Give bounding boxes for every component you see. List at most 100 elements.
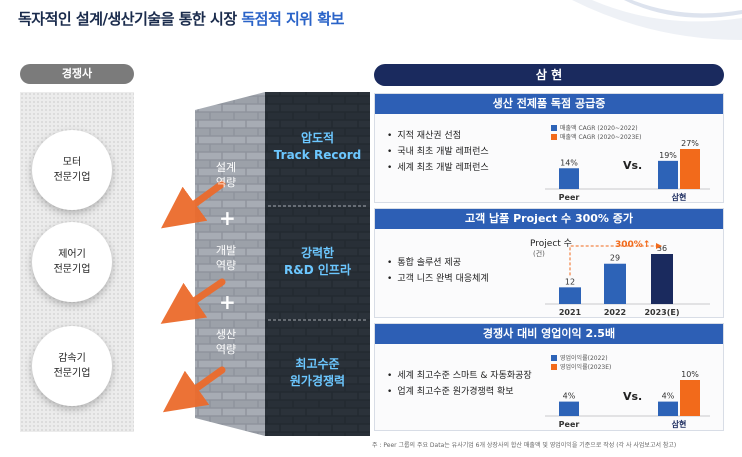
legend-swatch	[551, 354, 557, 361]
growth-arrow-line	[569, 245, 656, 276]
category-label: 2022	[604, 308, 626, 317]
bar	[680, 380, 700, 416]
category-label: 삼현	[672, 419, 687, 429]
legend-item: 매출액 CAGR (2020~2022)	[551, 123, 638, 132]
panel-supply: 생산 전제품 독점 공급중 지적 재산권 선점 국내 최초 개발 레퍼런스 세계…	[374, 93, 724, 203]
footnote: 주 : Peer 그룹의 주요 Data는 유사기업 6개 상장사의 합산 매출…	[372, 442, 677, 449]
chart-operating-margin: 4% Peer 4% 10% 삼현	[545, 370, 710, 429]
bar-value-label: 14%	[560, 158, 578, 167]
strength-rnd: 강력한 R&D 인프라	[265, 245, 370, 279]
bar	[658, 160, 678, 189]
legend-item: 영업이익률(2022)	[551, 353, 608, 362]
legend-swatch	[551, 363, 557, 370]
competitor-label-line2: 전문기업	[53, 172, 91, 183]
capability-line1: 개발	[215, 244, 237, 257]
bullet-item: 지적 재산권 선점	[387, 128, 489, 144]
deflect-arrow	[162, 366, 226, 413]
page-title: 독자적인 설계/생산기술을 통한 시장 독점적 지위 확보	[18, 8, 344, 29]
category-label: Peer	[559, 193, 580, 202]
panel-title: 경쟁사 대비 영업이익 2.5배	[375, 324, 723, 344]
legend-label: 매출액 CAGR (2020~2023E)	[560, 134, 642, 141]
bar	[604, 263, 626, 304]
bar	[559, 287, 581, 304]
bar-value-label: 12	[565, 277, 575, 286]
bar-value-label: 19%	[659, 151, 677, 160]
legend-item: 매출액 CAGR (2020~2023E)	[551, 132, 641, 141]
chart-projects: 12 2021 29 2022 36 2023(E)	[545, 243, 710, 317]
bullet-item: 세계 최고수준 스마트 & 자동화공장	[387, 368, 531, 384]
chart-sales-cagr: 14% Peer 19% 27% 삼현	[545, 139, 710, 202]
panel-projects: 고객 납품 Project 수 300% 증가 통합 솔루션 제공 고객 니즈 …	[374, 208, 724, 318]
bullet-item: 세계 최초 개발 레퍼런스	[387, 160, 488, 176]
company-label: 삼 현	[374, 64, 724, 86]
category-label: 2021	[559, 308, 582, 317]
capability-line2: 역량	[215, 259, 237, 272]
project-count-label: Project 수	[530, 239, 572, 249]
deflect-arrow	[160, 278, 226, 324]
legend-label: 영업이익률(2023E)	[560, 364, 612, 371]
strength-line1: 압도적	[300, 131, 335, 145]
bar-value-label: 10%	[681, 370, 699, 379]
capability-line1: 설계	[215, 161, 237, 174]
strength-line2: Track Record	[273, 148, 362, 162]
bar-value-label: 36	[657, 244, 667, 253]
project-count-unit: (건)	[533, 250, 545, 258]
competitor-label-line2: 전문기업	[53, 368, 91, 379]
category-label: 삼현	[672, 192, 687, 202]
competitor-label-line1: 모터	[62, 157, 82, 168]
category-label: 2023(E)	[644, 308, 679, 317]
strength-line2: 원가경쟁력	[289, 374, 346, 388]
bullet-item: 업계 최고수준 원가경쟁력 확보	[387, 384, 532, 400]
competitor-label-line2: 전문기업	[53, 264, 91, 275]
bullet-item: 고객 니즈 완벽 대응체계	[387, 271, 488, 287]
growth-arrow-head	[656, 243, 662, 249]
title-text: 독자적인 설계/생산기술을 통한 시장	[18, 10, 242, 28]
plus-sign: +	[219, 206, 236, 230]
bar	[559, 401, 579, 416]
strength-line1: 강력한	[300, 246, 335, 260]
bar	[680, 149, 700, 189]
panel-bullets: 통합 솔루션 제공 고객 니즈 완벽 대응체계	[387, 255, 489, 287]
capability-line2: 역량	[215, 176, 237, 189]
strength-track-record: 압도적 Track Record	[265, 130, 370, 164]
decorative-swoosh	[572, 0, 742, 40]
bullet-item: 국내 최초 개발 레퍼런스	[387, 144, 488, 160]
bar	[651, 254, 673, 304]
vs-label: Vs.	[623, 159, 643, 172]
bar-value-label: 29	[610, 254, 620, 263]
wall-side-face	[195, 92, 265, 436]
category-label: Peer	[559, 420, 580, 429]
plus-sign: +	[219, 290, 236, 314]
legend-swatch	[551, 133, 557, 140]
competitor-label-line1: 제어기	[58, 249, 86, 260]
bar-value-label: 27%	[681, 139, 699, 148]
strength-line2: R&D 인프라	[284, 263, 351, 277]
deflect-arrow	[161, 180, 226, 229]
panel-bullets: 세계 최고수준 스마트 & 자동화공장 업계 최고수준 원가경쟁력 확보	[387, 368, 532, 400]
bar-value-label: 4%	[563, 392, 576, 401]
panel-bullets: 지적 재산권 선점 국내 최초 개발 레퍼런스 세계 최초 개발 레퍼런스	[387, 128, 489, 176]
competitor-label: 경쟁사	[20, 64, 134, 84]
legend-label: 영업이익률(2022)	[560, 355, 608, 362]
bar	[559, 168, 579, 189]
bar	[658, 401, 678, 416]
panel-title: 생산 전제품 독점 공급중	[375, 94, 723, 114]
strength-line1: 최고수준	[295, 357, 340, 371]
capability-line1: 생산	[215, 328, 237, 341]
legend-item: 영업이익률(2023E)	[551, 362, 611, 371]
vs-label: Vs.	[623, 390, 643, 403]
title-highlight: 독점적 지위 확보	[241, 10, 344, 28]
panel-title: 고객 납품 Project 수 300% 증가	[375, 209, 723, 229]
capability-line2: 역량	[215, 343, 237, 356]
brick-wall	[160, 92, 370, 436]
legend-swatch	[551, 124, 557, 131]
bullet-item: 통합 솔루션 제공	[387, 255, 489, 271]
bar-value-label: 4%	[662, 392, 675, 401]
